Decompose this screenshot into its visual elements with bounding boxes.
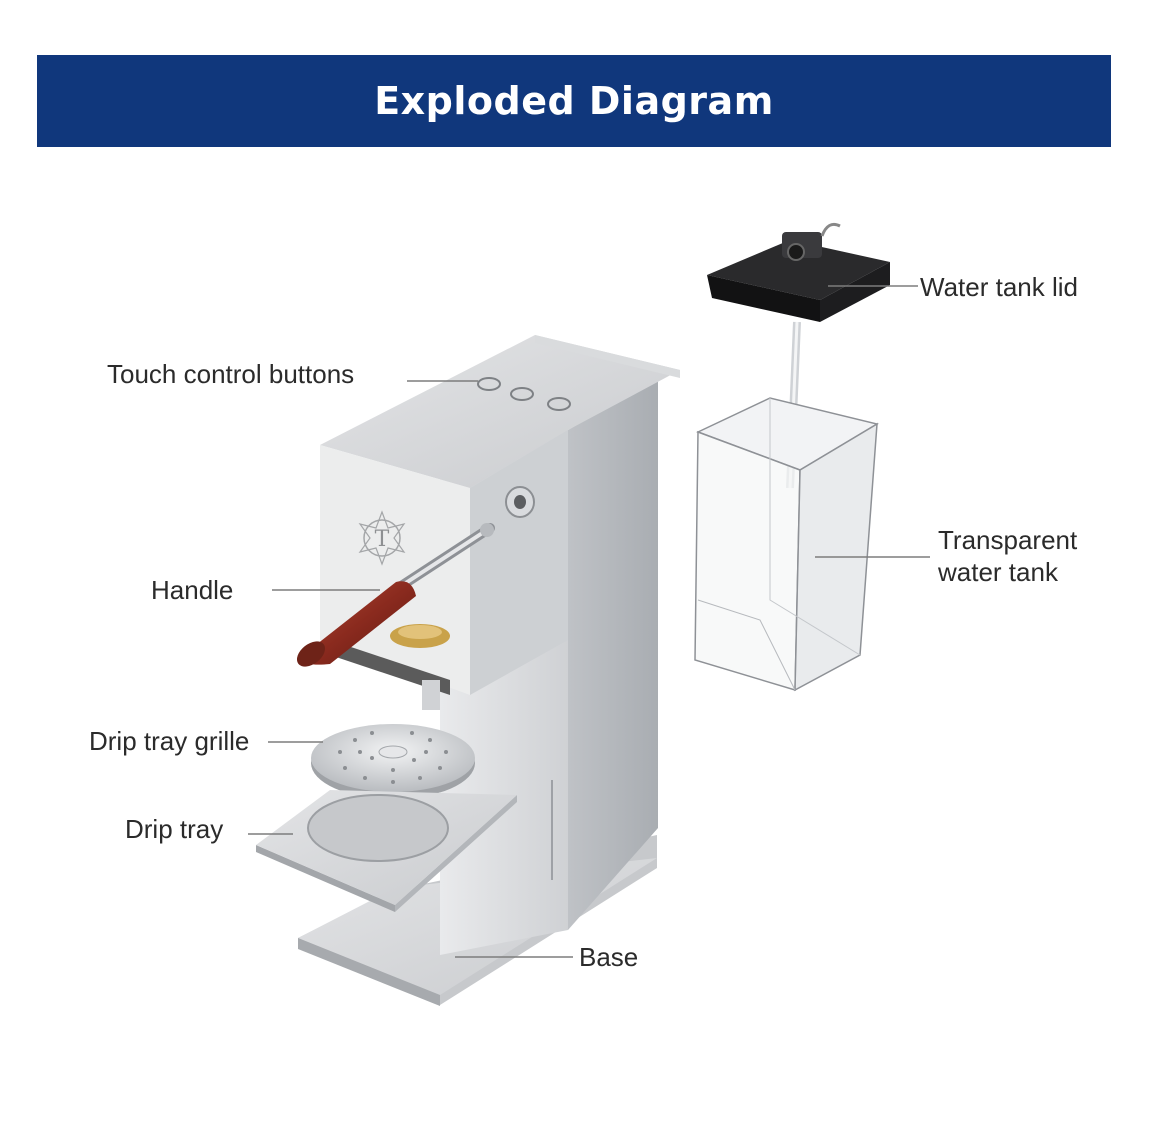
portafilter — [390, 624, 450, 710]
label-base: Base — [579, 942, 639, 972]
handle — [296, 523, 495, 667]
transparent-water-tank — [694, 397, 879, 692]
brand-logo: T — [358, 510, 406, 566]
steam-knob — [505, 486, 535, 518]
svg-text:T: T — [375, 527, 390, 552]
drip-tray — [256, 790, 517, 912]
label-drip-tray-grille: Drip tray grille — [89, 726, 250, 756]
drip-tray-grille — [311, 724, 475, 799]
page-title: Exploded Diagram — [374, 79, 774, 123]
leader-lines — [248, 285, 930, 958]
label-touch-control-buttons: Touch control buttons — [107, 359, 355, 389]
label-transparent-water-tank: Transparent water tank — [938, 525, 1078, 587]
title-banner: Exploded Diagram — [37, 55, 1111, 147]
touch-buttons — [477, 377, 571, 411]
label-handle: Handle — [151, 575, 234, 605]
label-water-tank-lid: Water tank lid — [920, 272, 1078, 302]
label-drip-tray: Drip tray — [125, 814, 224, 844]
